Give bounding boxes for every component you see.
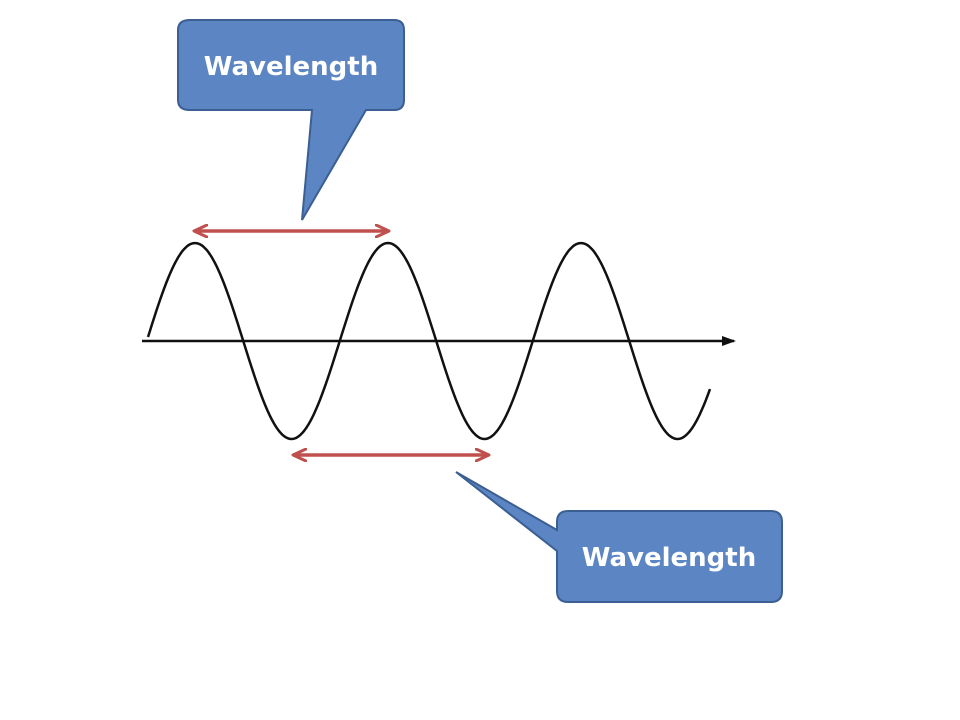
callout-top: Wavelength (177, 19, 405, 221)
callout-bottom: Wavelength (455, 471, 783, 603)
callout-bottom-bubble (455, 471, 783, 603)
callout-top-bubble (177, 19, 405, 221)
callout-bottom-label: Wavelength (582, 543, 756, 573)
callout-top-label: Wavelength (204, 52, 378, 82)
sine-wave (146, 241, 712, 441)
